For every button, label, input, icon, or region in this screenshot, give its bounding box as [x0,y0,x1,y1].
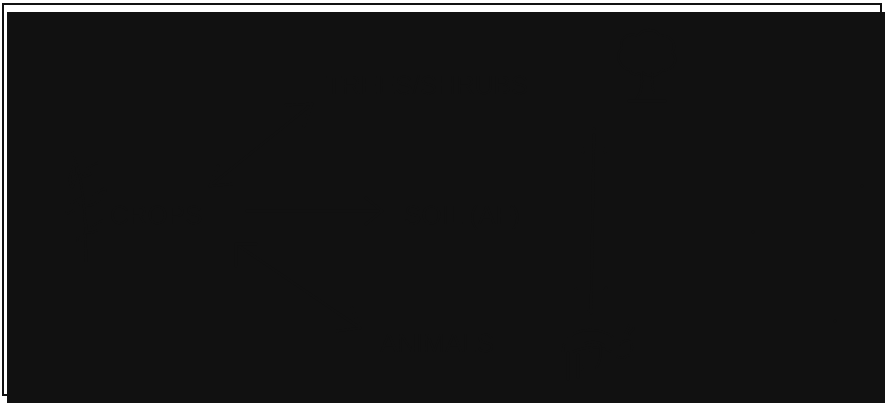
node-trees-shrubs: TREES/SHRUBS [326,70,528,100]
node-crops: CROPS [110,200,202,230]
node-animals: ANIMALS [380,328,494,358]
speck [861,185,864,188]
speck [834,320,837,323]
node-soil: SOIL (AF) [404,200,520,230]
speck [752,231,755,234]
